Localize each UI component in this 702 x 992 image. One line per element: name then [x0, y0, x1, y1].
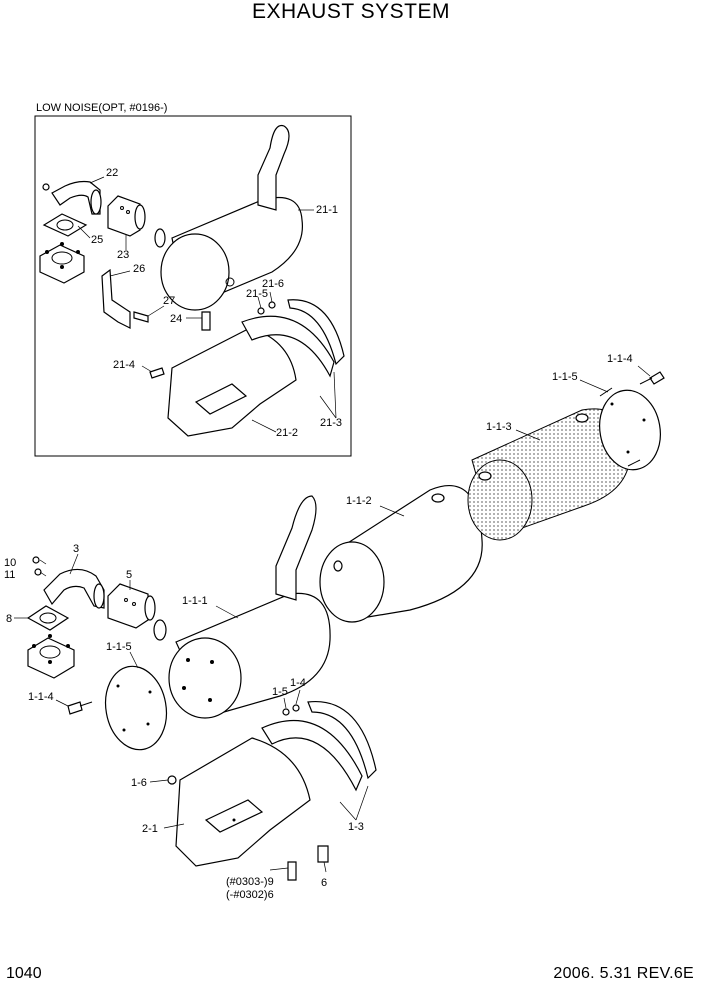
callout-26: 26	[133, 263, 145, 275]
callout-1-1-4-right: 1-1-4	[607, 353, 633, 365]
inset-clamp	[107, 195, 146, 237]
main-leaders	[14, 365, 651, 873]
main-hardware	[167, 704, 329, 881]
muffler-main	[153, 495, 331, 719]
inset-frame	[34, 115, 352, 457]
callout-25: 25	[91, 234, 103, 246]
callout-1-5: 1-5	[272, 686, 288, 698]
nut-10	[32, 556, 40, 564]
washer-11	[34, 568, 42, 576]
callout-1-1-4-left: 1-1-4	[28, 691, 54, 703]
callout-21-4: 21-4	[113, 359, 135, 371]
callout-6-range: (-#0302)6	[226, 889, 274, 901]
end-plate-left	[104, 665, 168, 751]
callout-21-6: 21-6	[262, 278, 284, 290]
callout-10: 10	[4, 557, 16, 569]
callout-21-3: 21-3	[320, 417, 342, 429]
callout-5: 5	[126, 569, 132, 581]
inset-leaders	[77, 176, 337, 433]
inset-tail-pipe	[51, 180, 102, 215]
callout-21-1: 21-1	[316, 204, 338, 216]
callout-11: 11	[4, 569, 15, 581]
flange-main	[27, 634, 75, 679]
tail-pipe	[43, 568, 105, 609]
callout-22: 22	[106, 167, 118, 179]
callout-1-3: 1-3	[348, 821, 364, 833]
callout-8: 8	[6, 613, 12, 625]
inset-hardware	[133, 301, 276, 379]
band-1-3	[261, 700, 377, 792]
callout-1-4: 1-4	[290, 677, 306, 689]
callout-1-6: 1-6	[131, 777, 147, 789]
muffler-outer-shell	[319, 485, 483, 623]
callout-27: 27	[163, 295, 175, 307]
inset-label: LOW NOISE(OPT, #0196-)	[36, 102, 167, 114]
callout-9: (#0303-)9	[226, 876, 274, 888]
inset-bracket	[101, 268, 131, 329]
inset-gasket	[42, 213, 88, 237]
inset-nut	[42, 183, 50, 191]
callout-1-1-3: 1-1-3	[486, 421, 512, 433]
inset-muffler	[154, 124, 304, 311]
clamp-5	[107, 583, 156, 629]
callout-2-1: 2-1	[142, 823, 158, 835]
muffler-mesh-tube	[467, 408, 631, 541]
callout-21-5: 21-5	[246, 288, 268, 300]
bolt-1-1-4-left	[67, 701, 93, 715]
callout-1-1-1: 1-1-1	[182, 595, 208, 607]
callout-6: 6	[321, 877, 327, 889]
revision-date: 2006. 5.31 REV.6E	[553, 965, 694, 982]
callout-1-1-5-right: 1-1-5	[552, 371, 578, 383]
callout-1-1-2: 1-1-2	[346, 495, 372, 507]
bolt-1-1-4-right	[639, 371, 665, 385]
page-number: 1040	[6, 965, 42, 982]
end-plate-right	[599, 387, 661, 471]
callout-21-2: 21-2	[276, 427, 298, 439]
heat-shield	[175, 737, 311, 867]
callout-24: 24	[170, 313, 182, 325]
inset-heat-shield	[167, 299, 345, 437]
gasket-8	[26, 605, 70, 631]
page-title: EXHAUST SYSTEM	[252, 0, 450, 23]
callout-23: 23	[117, 249, 129, 261]
callout-1-1-5-left: 1-1-5	[106, 641, 132, 653]
callout-3: 3	[73, 543, 79, 555]
inset-flange	[39, 242, 85, 284]
